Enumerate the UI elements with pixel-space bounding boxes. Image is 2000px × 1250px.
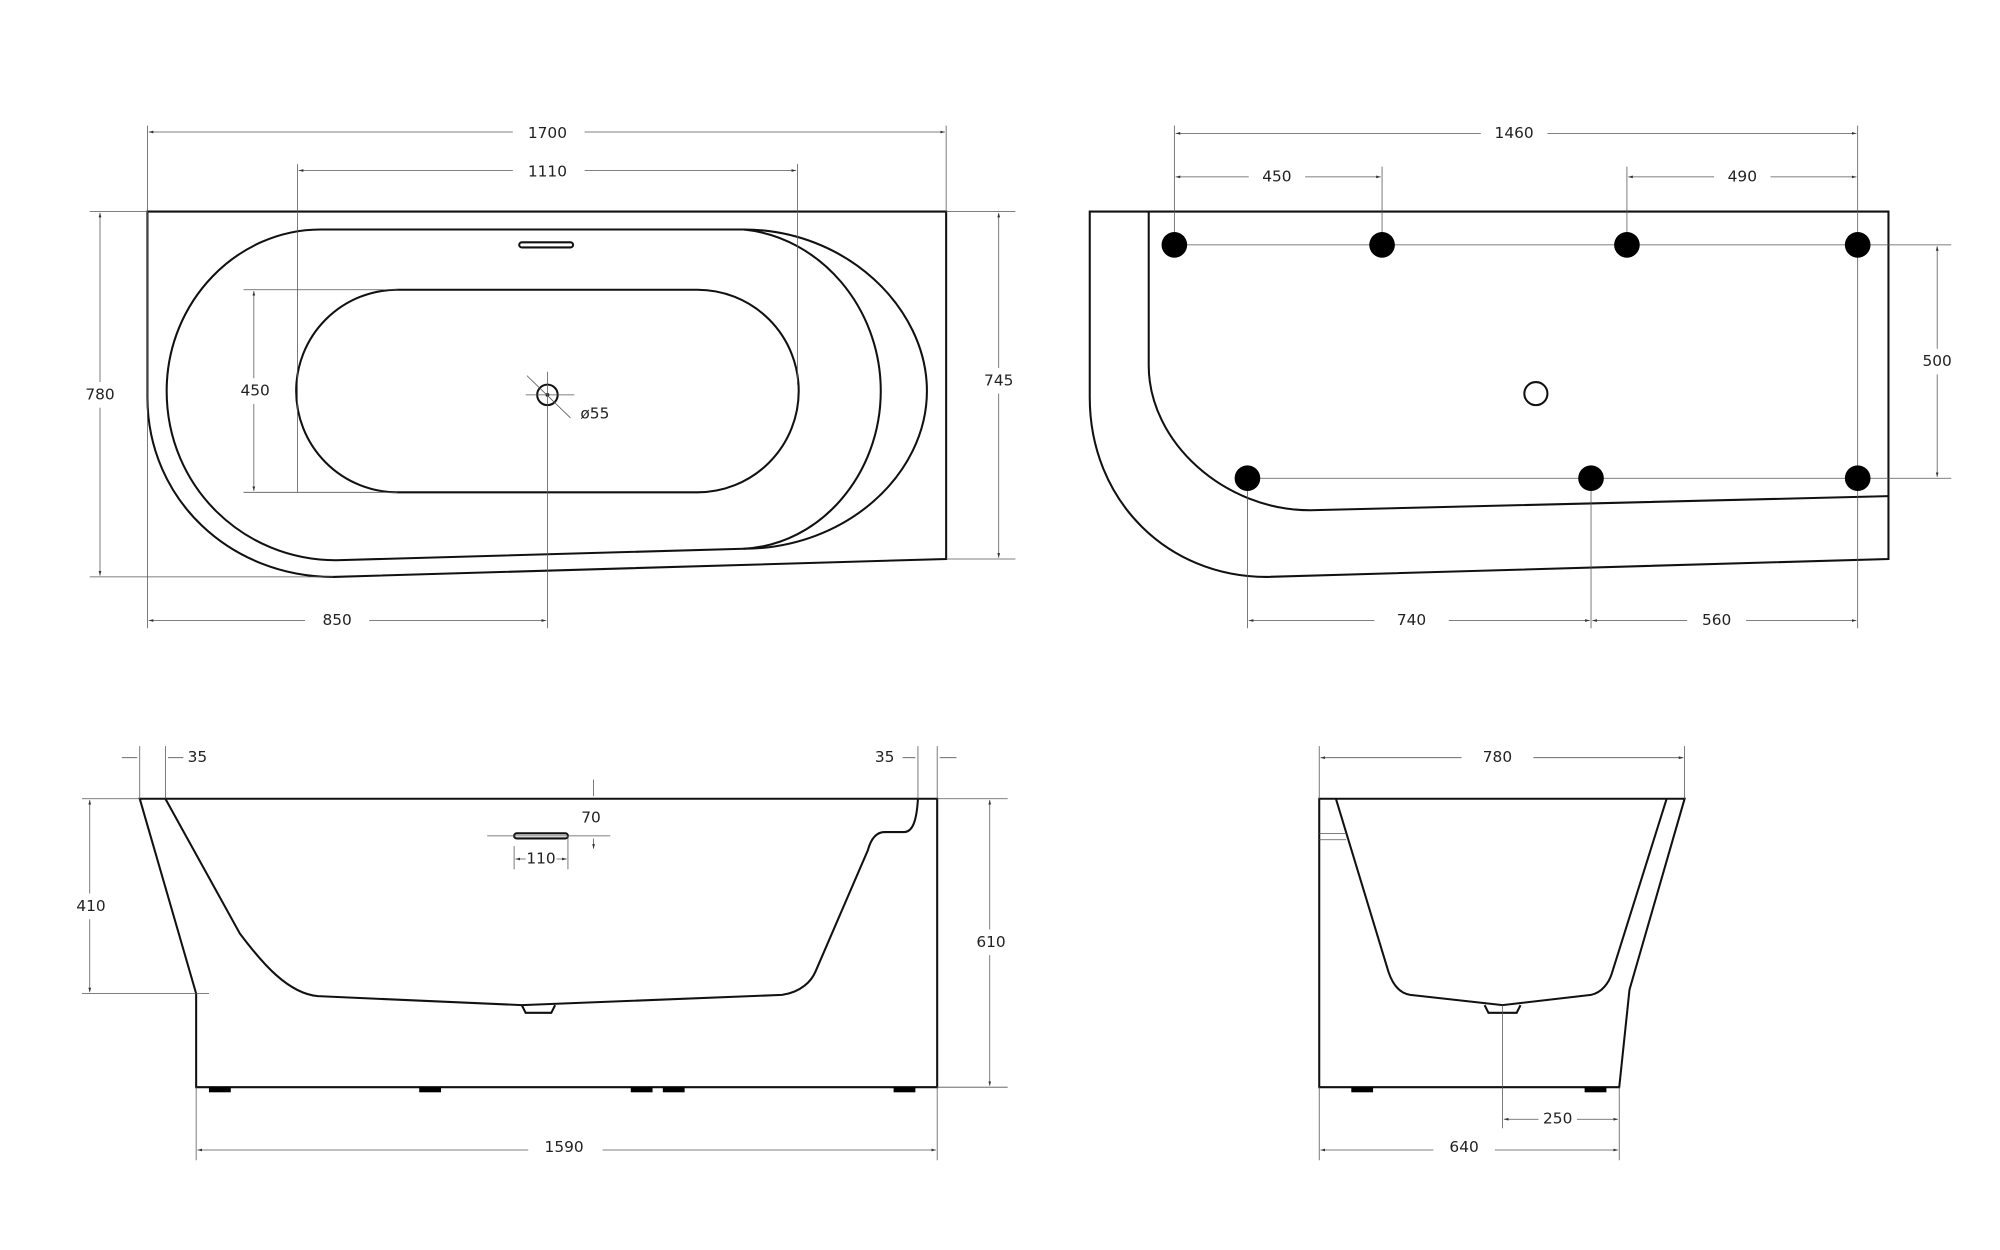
inner-contour [1147,211,1889,512]
dim-745: 745 [984,371,1013,389]
dim-780: 780 [85,385,114,403]
leg [1844,465,1871,492]
side-view: 35 35 70 110 410 610 1590 [70,746,1012,1161]
dim-450: 450 [1262,167,1291,185]
tub-outline [1318,797,1686,1089]
dim-560: 560 [1702,611,1731,629]
dim-450: 450 [240,382,269,400]
backrest-curve [743,228,882,550]
legs [1161,232,1871,492]
end-view: 780 250 640 [1318,746,1686,1161]
dim-35-right: 35 [875,748,895,766]
dim-70: 70 [581,808,601,826]
dim-850: 850 [322,611,351,629]
leg [1161,232,1188,258]
leg [1234,465,1261,492]
dim-1700: 1700 [528,124,567,142]
dim-1110: 1110 [528,162,567,180]
dim-250: 250 [1543,1110,1572,1128]
dim-410: 410 [76,897,105,915]
drain-hole [1523,381,1549,407]
dim-drain-diameter: ø55 [580,405,609,423]
dim-780: 780 [1483,748,1512,766]
dim-610: 610 [976,933,1005,951]
inner-contour [164,798,919,1007]
inner-contour [1334,798,1668,1007]
tub-outline [138,797,939,1089]
dim-740: 740 [1397,611,1426,629]
dim-500: 500 [1922,352,1951,370]
feet [1351,1087,1607,1093]
tub-outline [1088,210,1890,578]
leg [1578,465,1604,492]
feet [208,1087,916,1093]
dim-35-left: 35 [188,748,208,766]
leg [1844,232,1871,258]
bottom-view: 1460 450 490 500 740 560 [1088,124,1958,630]
dim-640: 640 [1449,1138,1478,1156]
dim-490: 490 [1728,167,1757,185]
overflow [518,241,575,249]
leg [1614,232,1640,258]
dim-1590: 1590 [545,1138,584,1156]
dim-110: 110 [526,849,555,867]
leg [1369,232,1395,258]
top-view: 1700 1110 780 450 745 850 ø55 [79,123,1020,630]
dim-1460: 1460 [1495,124,1534,142]
